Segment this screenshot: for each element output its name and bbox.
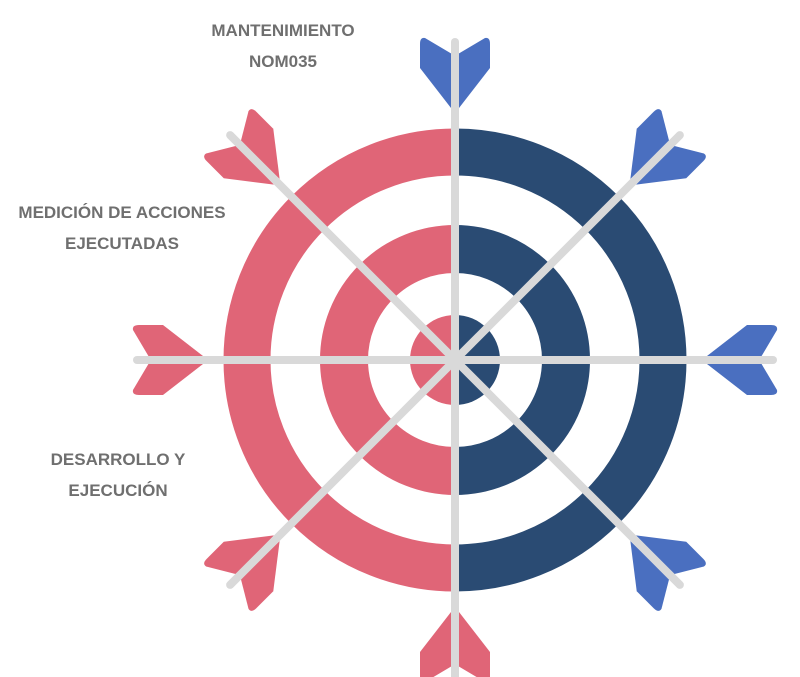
fletching-vane <box>636 145 706 185</box>
label-line: NOM035 <box>248 52 318 71</box>
label-mantenimiento: MANTENIMIENTO NOM035 <box>183 15 383 77</box>
arrow-fletching-icon <box>630 535 706 611</box>
arrow-fletching-icon <box>204 109 280 185</box>
label-line: EJECUCIÓN <box>68 481 168 500</box>
fletching-vane <box>707 325 778 357</box>
fletching-vane <box>458 37 490 108</box>
arrow-shaft <box>226 131 684 589</box>
label-line: MEDICIÓN DE ACCIONES <box>18 203 226 222</box>
arrow-fletching-icon <box>420 37 490 108</box>
fletching-vane <box>707 363 778 395</box>
fletching-vane <box>636 535 706 575</box>
fletching-vane <box>132 325 203 357</box>
arrow-fletching-icon <box>707 325 778 395</box>
fletching-vane <box>240 109 280 179</box>
fletching-vane <box>204 145 274 185</box>
label-medicion: MEDICIÓN DE ACCIONES EJECUTADAS <box>2 197 242 259</box>
fletching-vane <box>204 535 274 575</box>
fletching-vane <box>420 612 452 677</box>
fletching-vane <box>630 109 670 179</box>
fletching-vane <box>240 541 280 611</box>
arrow-fletching-icon <box>420 612 490 677</box>
fletching-vane <box>458 612 490 677</box>
fletching-vane <box>132 363 203 395</box>
arrows <box>132 37 778 677</box>
arrow-fletching-icon <box>630 109 706 185</box>
arrow-fletching-icon <box>204 535 280 611</box>
fletching-vane <box>420 37 452 108</box>
label-desarrollo: DESARROLLO Y EJECUCIÓN <box>28 444 208 506</box>
label-line: MANTENIMIENTO <box>211 21 355 40</box>
arrow-fletching-icon <box>132 325 203 395</box>
fletching-vane <box>630 541 670 611</box>
label-line: DESARROLLO Y <box>50 450 186 469</box>
label-line: EJECUTADAS <box>65 234 179 253</box>
